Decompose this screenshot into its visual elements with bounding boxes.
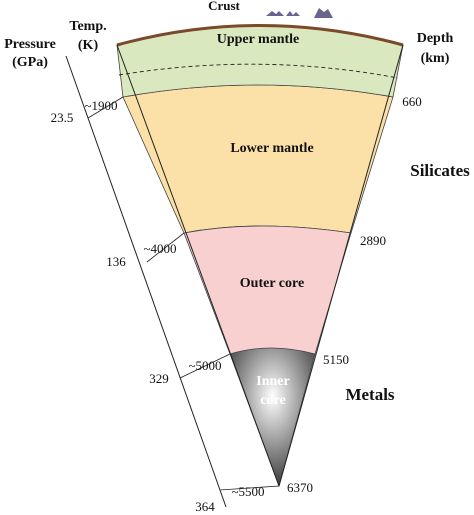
left-edge-line bbox=[116, 44, 280, 487]
depth-value-660: 660 bbox=[402, 94, 422, 109]
boundary-tick-5150 bbox=[179, 353, 231, 379]
depth-heading: Depth bbox=[417, 31, 454, 46]
silicates-label: Silicates bbox=[410, 161, 470, 180]
boundary-tick-2890 bbox=[146, 232, 185, 263]
inner-core-label-line1: Inner bbox=[256, 374, 289, 389]
lower-mantle-layer bbox=[122, 84, 394, 234]
boundary-tick-6370 bbox=[219, 485, 280, 491]
pressure-value-5150: 329 bbox=[149, 371, 169, 386]
depth-unit: (km) bbox=[421, 51, 450, 66]
crust-label: Crust bbox=[208, 0, 240, 13]
metals-label: Metals bbox=[345, 385, 394, 404]
temp-unit: (K) bbox=[78, 38, 99, 53]
depth-value-5150: 5150 bbox=[323, 352, 349, 367]
pressure-unit: (GPa) bbox=[12, 55, 48, 70]
temp-value-660: ~1900 bbox=[84, 98, 117, 113]
pressure-axis-line bbox=[65, 55, 227, 508]
upper-mantle-label: Upper mantle bbox=[217, 32, 300, 47]
pressure-value-2890: 136 bbox=[106, 254, 126, 269]
lower-mantle-label: Lower mantle bbox=[230, 141, 313, 156]
depth-value-2890: 2890 bbox=[360, 233, 386, 248]
temp-value-5150: ~5000 bbox=[188, 358, 221, 373]
mountain-icon bbox=[286, 11, 300, 16]
inner-core-layer bbox=[229, 347, 316, 488]
pressure-value-6370: 364 bbox=[195, 499, 215, 514]
temp-value-6370: ~5500 bbox=[231, 484, 264, 499]
pressure-heading: Pressure bbox=[4, 37, 56, 52]
inner-core-label-line2: core bbox=[260, 393, 285, 408]
pressure-value-660: 23.5 bbox=[51, 110, 74, 125]
transition-zone-dashed-line bbox=[118, 63, 399, 79]
temp-value-2890: ~4000 bbox=[143, 241, 176, 256]
outer-core-label: Outer core bbox=[240, 276, 304, 291]
temp-heading: Temp. bbox=[69, 19, 106, 34]
right-edge-line bbox=[278, 44, 404, 487]
depth-value-6370: 6370 bbox=[287, 480, 313, 495]
mountain-icon bbox=[314, 8, 333, 18]
crust-layer bbox=[116, 24, 404, 47]
boundary-tick-660 bbox=[87, 96, 124, 119]
mountain-icon bbox=[266, 11, 284, 16]
